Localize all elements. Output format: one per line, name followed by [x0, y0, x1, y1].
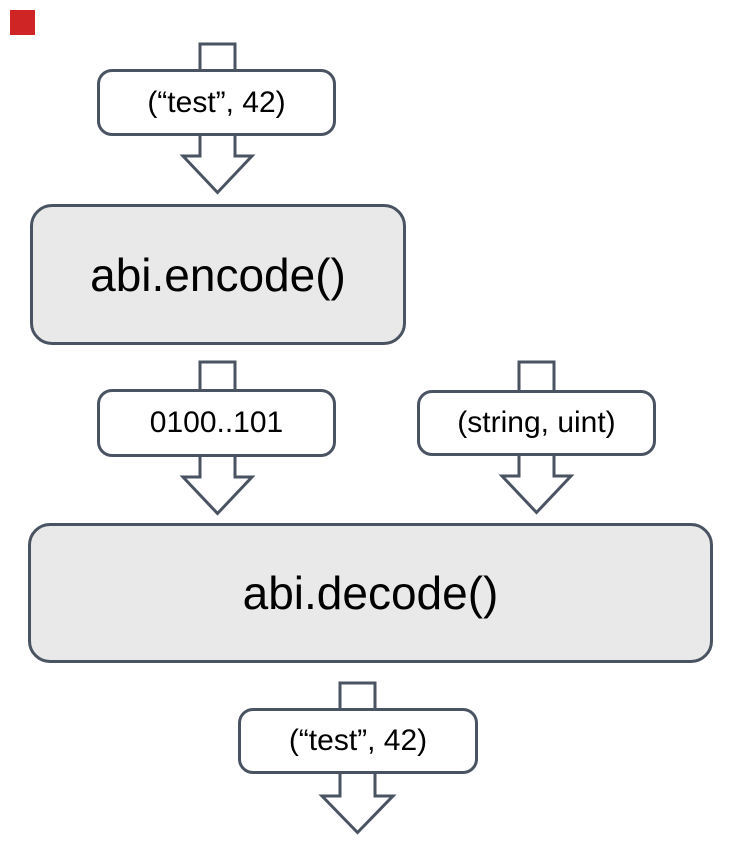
stem-into-input-icon: [198, 42, 237, 72]
stem-into-output-icon: [338, 681, 377, 710]
node-abi-decode-label: abi.decode(): [242, 567, 499, 619]
node-types-tuple: (string, uint): [417, 390, 656, 456]
red-marker: [10, 10, 35, 35]
node-types-tuple-label: (string, uint): [457, 406, 616, 439]
arrow-output-result-icon: [318, 772, 397, 835]
node-abi-encode: abi.encode(): [30, 204, 406, 345]
node-input-tuple: (“test”, 42): [97, 69, 336, 136]
node-encoded-bytes-label: 0100..101: [149, 406, 284, 439]
stem-into-types-icon: [517, 360, 556, 392]
arrow-encoded-to-decode-icon: [179, 455, 256, 516]
node-input-tuple-label: (“test”, 42): [147, 85, 286, 119]
stem-into-encoded-icon: [198, 360, 237, 391]
node-output-tuple: (“test”, 42): [238, 708, 478, 774]
node-abi-encode-label: abi.encode(): [90, 248, 346, 301]
node-output-tuple-label: (“test”, 42): [288, 724, 428, 757]
arrow-types-to-decode-icon: [498, 454, 575, 515]
node-encoded-bytes: 0100..101: [97, 389, 336, 457]
arrow-input-to-encode-icon: [179, 134, 256, 195]
node-abi-decode: abi.decode(): [28, 523, 713, 663]
